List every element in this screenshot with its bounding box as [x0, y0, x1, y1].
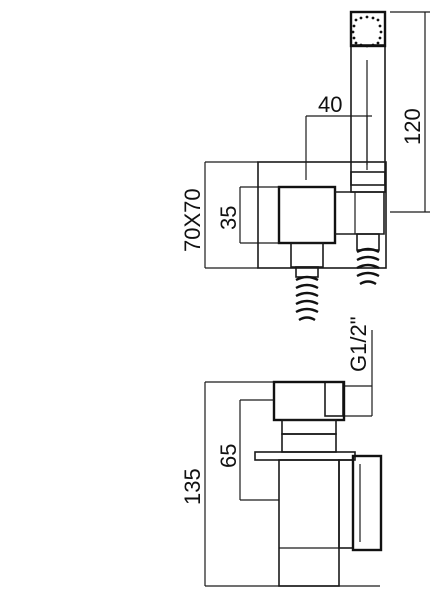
handle-collar: [350, 171, 386, 193]
dim-65: 65: [216, 444, 241, 468]
wall-plate: [257, 161, 387, 269]
valve-neck: [281, 419, 337, 435]
dim-120: 120: [400, 108, 425, 145]
holder-hose-nut: [356, 233, 380, 251]
holder-cup: [351, 454, 383, 552]
outlet-nut: [290, 242, 324, 268]
front-elevation: 40 120 70X70 35: [180, 10, 430, 322]
side-elevation: G1/2" 65 135: [180, 316, 383, 587]
dim-135: 135: [180, 468, 205, 505]
holder-arm: [338, 459, 354, 549]
spray-holes: [351, 15, 383, 48]
holder-hose: [356, 247, 380, 286]
thread-stub: [324, 381, 344, 417]
dim-70x70: 70X70: [180, 188, 205, 252]
dim-40: 40: [318, 92, 342, 117]
valve-body: [277, 185, 337, 245]
body-sleeve: [278, 459, 340, 587]
outlet-hose: [295, 275, 319, 322]
holder-bracket: [335, 191, 385, 235]
hand-shower-handle: [350, 44, 386, 186]
valve-head: [272, 380, 346, 422]
rosette: [254, 451, 356, 461]
dim-g12: G1/2": [346, 316, 371, 372]
dim-35: 35: [216, 206, 241, 230]
